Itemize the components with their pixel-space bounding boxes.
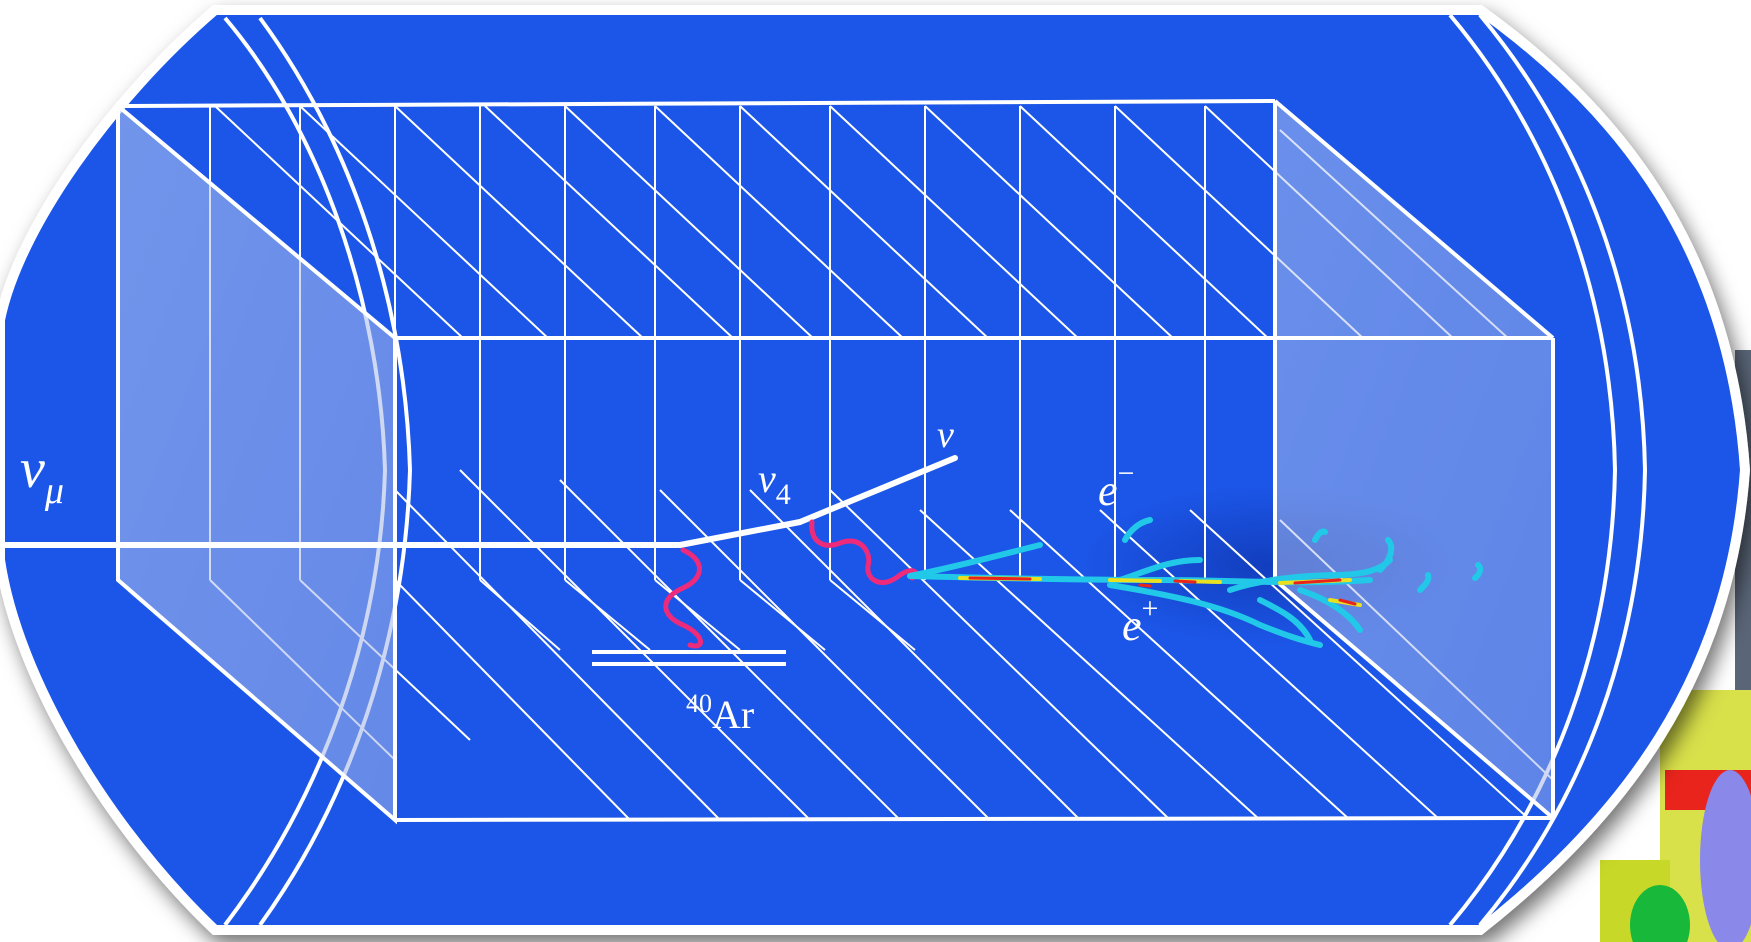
label-electron: e−: [1098, 457, 1134, 515]
label-nu: ν: [937, 414, 954, 456]
argon-nucleus: [592, 650, 786, 666]
background-equipment: [1600, 350, 1751, 942]
label-nu-mu: νμ: [20, 438, 64, 512]
photon-lines: [663, 519, 919, 649]
labels: νμ ν4 ν e− e+ 40Ar: [20, 414, 1158, 737]
label-positron: e+: [1122, 592, 1158, 650]
tpc-box-outline: [117, 99, 1555, 822]
label-nu-4: ν4: [758, 456, 791, 511]
em-shower: [907, 517, 1484, 648]
particle-lines: [0, 455, 958, 548]
top-wire-planes: [214, 105, 1511, 338]
label-argon: 40Ar: [686, 689, 754, 737]
